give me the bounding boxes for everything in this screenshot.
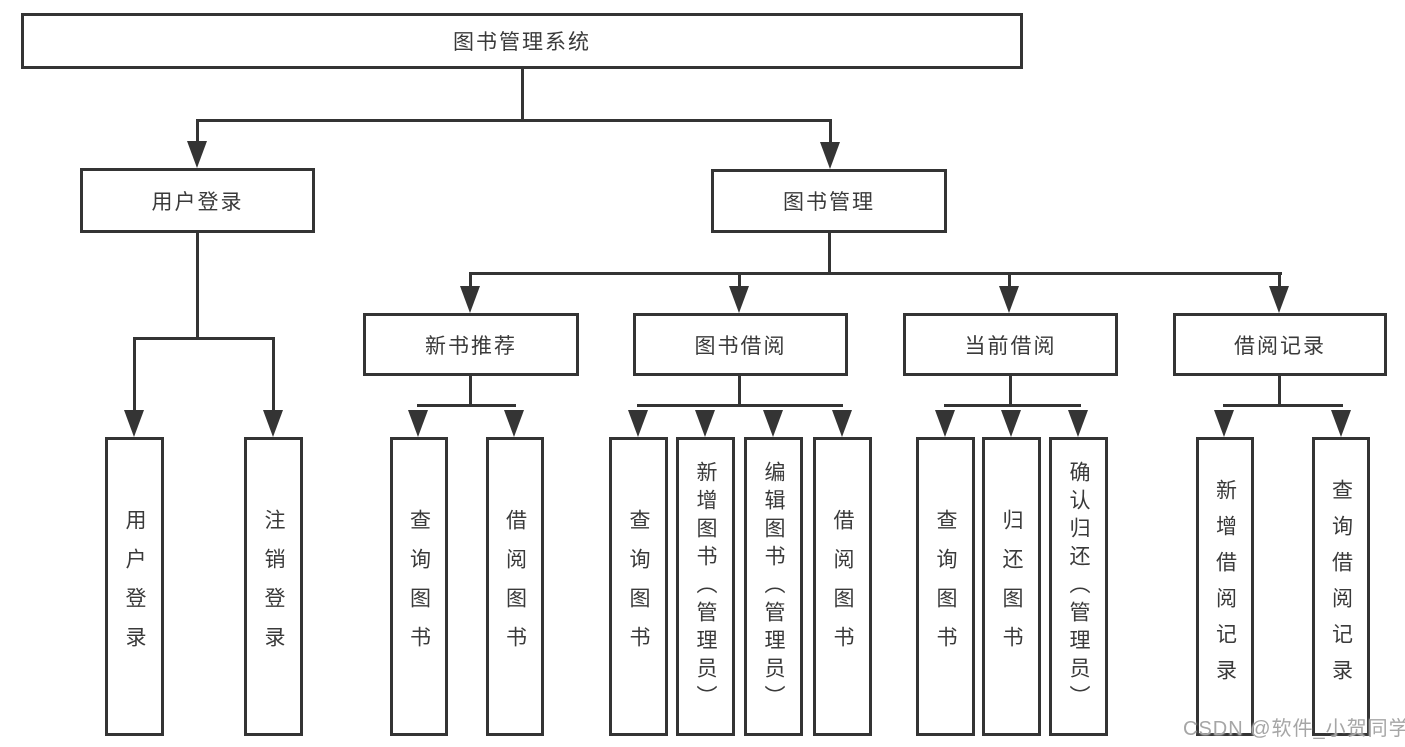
leaf-borrow-query-books: 查询图书 xyxy=(609,437,668,736)
leaf-current-query-books: 查询图书 xyxy=(916,437,975,736)
arrow-down-icon xyxy=(1331,410,1351,437)
connector-line xyxy=(738,374,741,407)
arrow-down-icon xyxy=(999,286,1019,313)
arrow-down-icon xyxy=(1068,410,1088,437)
node-library-system: 图书管理系统 xyxy=(21,13,1023,69)
leaf-borrow-borrow-books: 借阅图书 xyxy=(813,437,872,736)
connector-line xyxy=(133,337,136,413)
connector-line xyxy=(272,337,275,413)
connector-line xyxy=(196,119,832,122)
leaf-borrow-edit-books-admin: 编辑图书（管理员） xyxy=(744,437,803,736)
connector-line xyxy=(1278,272,1281,286)
connector-line xyxy=(469,272,472,286)
leaf-current-return-books: 归还图书 xyxy=(982,437,1041,736)
leaf-borrow-add-books-admin: 新增图书（管理员） xyxy=(676,437,735,736)
arrow-down-icon xyxy=(820,142,840,169)
leaf-newbook-query-books: 查询图书 xyxy=(390,437,448,736)
arrow-down-icon xyxy=(935,410,955,437)
connector-line xyxy=(417,404,516,407)
node-book-borrow: 图书借阅 xyxy=(633,313,848,376)
arrow-down-icon xyxy=(460,286,480,313)
connector-line xyxy=(133,337,275,340)
arrow-down-icon xyxy=(628,410,648,437)
connector-line xyxy=(1009,374,1012,407)
leaf-logout: 注销登录 xyxy=(244,437,303,736)
connector-line xyxy=(469,374,472,407)
arrow-down-icon xyxy=(504,410,524,437)
arrow-down-icon xyxy=(1269,286,1289,313)
leaf-current-confirm-return-admin: 确认归还（管理员） xyxy=(1049,437,1108,736)
arrow-down-icon xyxy=(187,141,207,168)
arrow-down-icon xyxy=(1214,410,1234,437)
connector-line xyxy=(1278,374,1281,407)
watermark: CSDN @软件_小贺同学 xyxy=(1183,718,1405,740)
leaf-newbook-borrow-books: 借阅图书 xyxy=(486,437,544,736)
connector-line xyxy=(637,404,843,407)
connector-line xyxy=(469,272,1282,275)
connector-line xyxy=(829,119,832,145)
arrow-down-icon xyxy=(695,410,715,437)
connector-line xyxy=(521,67,524,120)
node-borrow-records: 借阅记录 xyxy=(1173,313,1387,376)
arrow-down-icon xyxy=(263,410,283,437)
arrow-down-icon xyxy=(1001,410,1021,437)
connector-line xyxy=(738,272,741,286)
arrow-down-icon xyxy=(729,286,749,313)
leaf-user-login: 用户登录 xyxy=(105,437,164,736)
leaf-records-add-borrow-record: 新增借阅记录 xyxy=(1196,437,1254,736)
arrow-down-icon xyxy=(124,410,144,437)
arrow-down-icon xyxy=(408,410,428,437)
connector-line xyxy=(196,230,199,339)
connector-line xyxy=(828,230,831,275)
connector-line xyxy=(1008,272,1011,286)
arrow-down-icon xyxy=(763,410,783,437)
connector-line xyxy=(944,404,1081,407)
connector-line xyxy=(196,119,199,145)
node-user-login: 用户登录 xyxy=(80,168,315,233)
leaf-records-query-borrow-record: 查询借阅记录 xyxy=(1312,437,1370,736)
connector-line xyxy=(1223,404,1343,407)
arrow-down-icon xyxy=(832,410,852,437)
node-book-management: 图书管理 xyxy=(711,169,947,233)
node-new-book-recommend: 新书推荐 xyxy=(363,313,579,376)
node-current-borrow: 当前借阅 xyxy=(903,313,1118,376)
